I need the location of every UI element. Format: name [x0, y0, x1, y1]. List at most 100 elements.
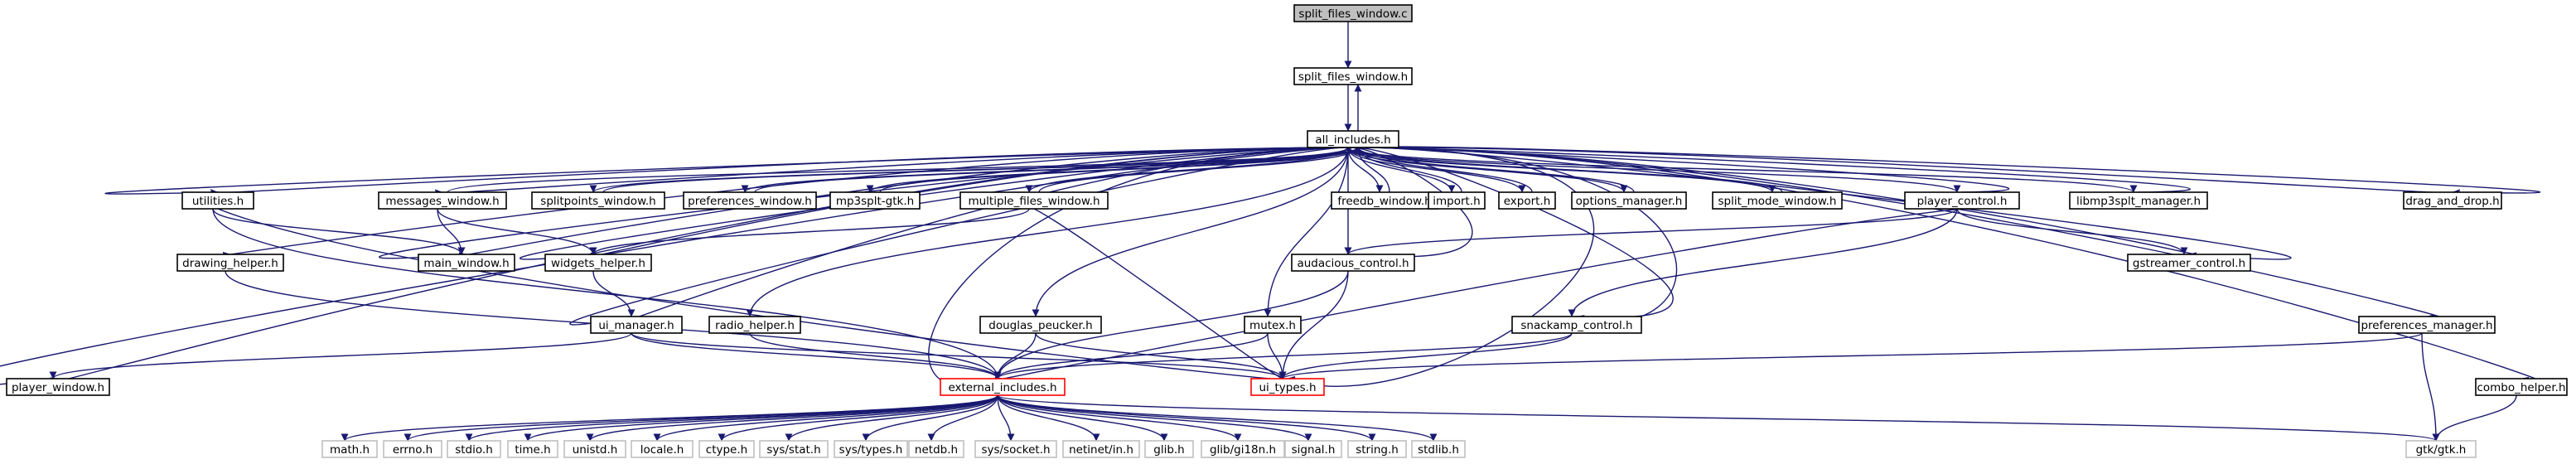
- node-drawing-helper-h[interactable]: drawing_helper.h: [176, 254, 284, 272]
- edge-preferences_window_h-to-all_includes_h: [754, 147, 1362, 193]
- edge-messages_window_h-to-all_includes_h: [447, 147, 1362, 193]
- edge-widgets_helper_h-to-ui_manager_h: [592, 270, 636, 317]
- node-mp3splt-gtk-h[interactable]: mp3splt-gtk.h: [829, 191, 921, 210]
- node-split-files-window-h[interactable]: split_files_window.h: [1293, 67, 1413, 85]
- node-label: options_manager.h: [1576, 195, 1683, 208]
- node-import-h[interactable]: import.h: [1428, 191, 1486, 210]
- node-radio-helper-h[interactable]: radio_helper.h: [708, 316, 801, 334]
- node-douglas-peucker-h[interactable]: douglas_peucker.h: [979, 316, 1102, 334]
- node-player-control-h[interactable]: player_control.h: [1904, 191, 2020, 210]
- node-time-h: time.h: [507, 440, 558, 458]
- node-multiple-files-window-h[interactable]: multiple_files_window.h: [959, 191, 1109, 210]
- node-box: [1291, 254, 1415, 272]
- edge-douglas_peucker_h-to-ui_types_h: [1035, 332, 1287, 379]
- node-label: player_window.h: [12, 381, 104, 394]
- node-widgets-helper-h[interactable]: widgets_helper.h: [544, 254, 652, 272]
- node-box: [759, 440, 829, 458]
- node-label: libmp3splt_manager.h: [2076, 195, 2201, 208]
- node-messages-window-h[interactable]: messages_window.h: [378, 191, 507, 210]
- node-label: split_files_window.c: [1298, 7, 1407, 21]
- edge-drag_and_drop_h-to-all_includes_h: [1352, 143, 2541, 194]
- node-mutex-h[interactable]: mutex.h: [1244, 316, 1302, 334]
- node-box: [590, 316, 683, 334]
- node-label: audacious_control.h: [1297, 257, 1409, 270]
- node-box: [1571, 191, 1687, 210]
- edge-layer: [0, 22, 2546, 442]
- edge-audacious_control_h-to-ui_types_h: [1278, 270, 1349, 379]
- node-box: [181, 191, 254, 210]
- node-label: snackamp_control.h: [1520, 319, 1632, 332]
- edge-all_includes_h-to-libmp3splt_manager_h: [1347, 147, 2138, 193]
- edge-external_includes_h-to-unistd_h: [586, 394, 998, 442]
- node-layer: split_files_window.c split_files_window.h…: [6, 4, 2568, 458]
- node-box: [979, 316, 1102, 334]
- edge-external_includes_h-to-locale_h: [653, 394, 998, 442]
- node-ui-manager-h[interactable]: ui_manager.h: [590, 316, 683, 334]
- node-audacious-control-h[interactable]: audacious_control.h: [1291, 254, 1415, 272]
- node-label: string.h: [1356, 443, 1399, 457]
- edge-gstreamer_control_h-to-all_includes_h: [1352, 143, 2292, 260]
- node-export-h[interactable]: export.h: [1498, 191, 1556, 210]
- node-label: locale.h: [640, 443, 684, 457]
- node-snackamp-control-h[interactable]: snackamp_control.h: [1511, 316, 1642, 334]
- node-box: [1347, 440, 1407, 458]
- edge-ui_manager_h-to-all_includes_h: [569, 143, 1354, 326]
- edge-messages_window_h-to-main_window_h: [437, 208, 466, 255]
- node-options-manager-h[interactable]: options_manager.h: [1571, 191, 1687, 210]
- node-player-window-h[interactable]: player_window.h: [6, 378, 110, 396]
- node-sys-stat-h: sys/stat.h: [759, 440, 829, 458]
- edge-multiple_files_window_h-to-all_includes_h: [1038, 147, 1362, 193]
- node-label: freedb_window.h: [1337, 195, 1431, 208]
- node-split-mode-window-h[interactable]: split_mode_window.h: [1712, 191, 1843, 210]
- edge-player_control_h-to-snackamp_control_h: [1568, 208, 1958, 317]
- node-label: combo_helper.h: [2477, 381, 2565, 394]
- node-utilities-h[interactable]: utilities.h: [181, 191, 254, 210]
- edge-player_control_h-to-audacious_control_h: [1344, 208, 1958, 255]
- node-netdb-h: netdb.h: [908, 440, 964, 458]
- node-drag-and-drop-h[interactable]: drag_and_drop.h: [2403, 191, 2502, 210]
- node-combo-helper-h[interactable]: combo_helper.h: [2475, 378, 2568, 396]
- node-box: [1293, 4, 1413, 22]
- node-freedb-window-h[interactable]: freedb_window.h: [1331, 191, 1438, 210]
- node-box: [1712, 191, 1843, 210]
- node-sys-types-h: sys/types.h: [834, 440, 908, 458]
- node-label: ctype.h: [706, 443, 747, 457]
- edge-all_includes_h-to-douglas_peucker_h: [1032, 147, 1349, 317]
- node-label: preferences_window.h: [688, 195, 812, 208]
- node-main-window-h[interactable]: main_window.h: [418, 254, 515, 272]
- node-box: [544, 254, 652, 272]
- edge-external_includes_h-to-sys_socket_h: [997, 394, 1015, 442]
- node-label: mp3splt-gtk.h: [836, 195, 914, 208]
- edge-external_includes_h-to-glib_gi18n_h: [997, 394, 1242, 442]
- edge-all_includes_h-to-combo_helper_h: [1352, 147, 2546, 384]
- edge-all_includes_h-to-import_h: [1347, 147, 1456, 193]
- node-box: [959, 191, 1109, 210]
- node-label: netinet/in.h: [1069, 443, 1133, 457]
- edge-all_includes_h-to-mutex_h: [1264, 147, 1349, 317]
- edge-mutex_h-to-external_includes_h: [993, 332, 1269, 379]
- node-box: [683, 191, 817, 210]
- edge-splitpoints_window_h-to-all_includes_h: [602, 147, 1362, 193]
- edge-player_control_h-to-gstreamer_control_h: [1956, 208, 2188, 255]
- node-box: [908, 440, 964, 458]
- node-all-includes-h[interactable]: all_includes.h: [1307, 130, 1399, 148]
- node-external-includes-h[interactable]: external_includes.h: [940, 378, 1066, 396]
- edge-player_window_h-to-all_includes_h: [0, 143, 1354, 385]
- node-label: sys/socket.h: [981, 443, 1050, 457]
- edge-preferences_manager_h-to-ui_types_h: [1278, 332, 2423, 379]
- node-box: [834, 440, 908, 458]
- node-glib-h: glib.h: [1144, 440, 1194, 458]
- node-preferences-manager-h[interactable]: preferences_manager.h: [2358, 316, 2496, 334]
- edge-preferences_manager_h-to-gtk_gtk_h: [2421, 332, 2440, 442]
- edge-utilities_h-to-all_includes_h: [104, 143, 1354, 195]
- node-gstreamer-control-h[interactable]: gstreamer_control.h: [2127, 254, 2251, 272]
- node-libmp3splt-manager-h[interactable]: libmp3splt_manager.h: [2069, 191, 2208, 210]
- node-preferences-window-h[interactable]: preferences_window.h: [683, 191, 817, 210]
- node-ui-types-h[interactable]: ui_types.h: [1250, 378, 1325, 396]
- edge-main_window_h-to-all_includes_h: [379, 143, 1354, 259]
- edge-radio_helper_h-to-external_includes_h: [749, 332, 1002, 379]
- node-splitpoints-window-h[interactable]: splitpoints_window.h: [531, 191, 665, 210]
- node-box: [1293, 67, 1413, 85]
- node-box: [563, 440, 626, 458]
- node-label: split_files_window.h: [1298, 70, 1408, 84]
